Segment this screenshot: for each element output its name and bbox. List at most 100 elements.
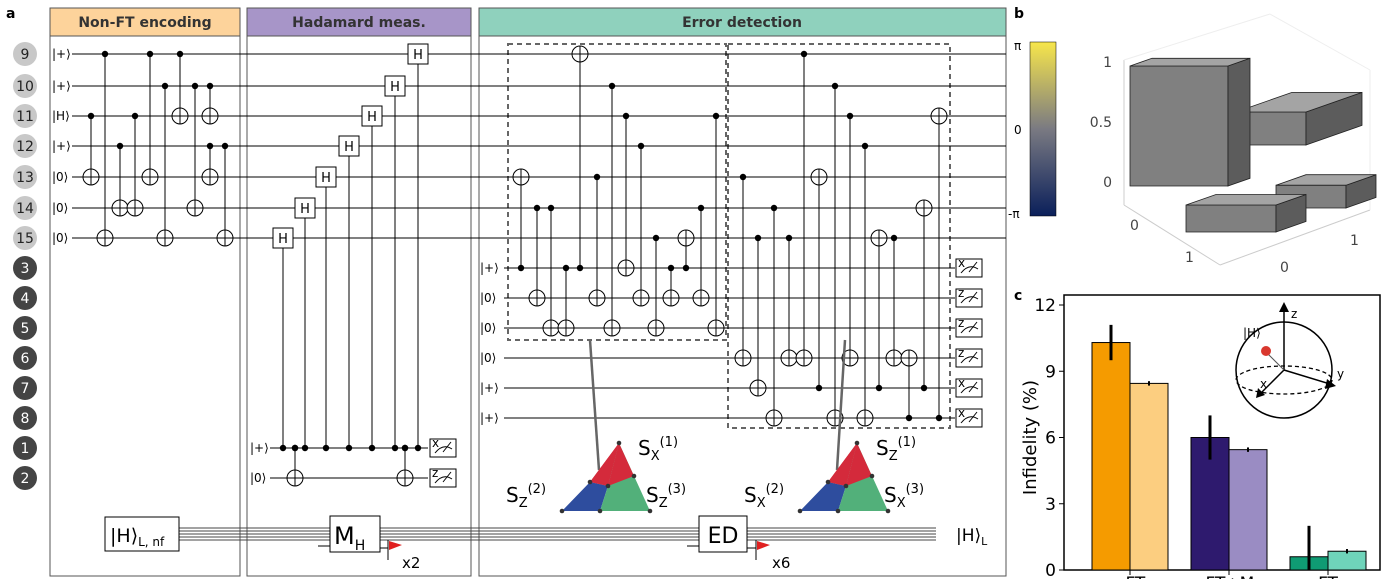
hadamard-gate-label: H xyxy=(278,232,288,247)
x-tick-label: FT xyxy=(1318,574,1338,579)
control-dot xyxy=(785,234,793,242)
section-encoding: Non-FT encoding xyxy=(49,7,241,577)
mh-repeat: x2 xyxy=(402,554,420,572)
bar-back-right-top xyxy=(1235,92,1363,113)
qubit-number-label: 2 xyxy=(21,471,30,487)
qubit-number-label: 1 xyxy=(21,441,30,457)
control-dot xyxy=(622,112,630,120)
qubit-number-label: 10 xyxy=(16,79,34,95)
control-dot xyxy=(800,50,808,58)
axis-line xyxy=(1219,209,1371,266)
mh-box xyxy=(329,515,381,553)
hadamard-gate-label: H xyxy=(413,48,423,63)
qubit-number-marker xyxy=(13,256,37,280)
ancilla-state-label: |+⟩ xyxy=(480,261,499,275)
y-tick-label: 0 xyxy=(1280,260,1289,276)
x-tick-label: 0 xyxy=(1130,218,1139,234)
qubit-number-label: 3 xyxy=(21,261,30,277)
ed-dashed-box-2 xyxy=(727,43,951,429)
triangle-vertex xyxy=(597,508,603,514)
triangle-vertex xyxy=(587,479,593,485)
bloch-axis-x: x xyxy=(1260,377,1267,391)
z-tick-label: 0.5 xyxy=(1090,115,1112,131)
control-dot xyxy=(322,444,330,452)
y-tick-label: 1 xyxy=(1350,233,1359,249)
control-dot xyxy=(697,204,705,212)
bar-front-right-top xyxy=(1275,174,1377,186)
stabilizer-label: SZ(3) xyxy=(646,482,686,511)
meter-arc xyxy=(960,386,979,394)
meter-needle xyxy=(442,441,452,453)
stabilizer-label: SZ(2) xyxy=(506,482,546,511)
panel-label-b: b xyxy=(1014,6,1024,22)
qubit-number-label: 6 xyxy=(21,351,30,367)
phase-pi-label: π xyxy=(1014,39,1021,53)
x-tick-label: nFT+MH xyxy=(1195,574,1264,579)
section-header-hadamard xyxy=(246,7,472,37)
meter-arc xyxy=(960,296,979,304)
qubit-number-label: 4 xyxy=(21,291,30,307)
stabilizer-label: SZ(1) xyxy=(876,435,916,464)
triangle-top-face-2 xyxy=(828,443,857,486)
control-dot xyxy=(861,142,869,150)
triangle-vertex xyxy=(797,508,803,514)
triangle-vertex xyxy=(605,483,611,489)
bloch-state-dot xyxy=(1261,346,1271,356)
qubit-number-label: 8 xyxy=(21,411,30,427)
triangle-vertex xyxy=(616,440,622,446)
qubit-number-label: 14 xyxy=(16,201,34,217)
triangle-vertex xyxy=(854,440,860,446)
control-dot xyxy=(191,82,199,90)
meter-arc xyxy=(960,326,979,334)
measurement-basis-label: x xyxy=(958,376,965,390)
triangle-top-face-2 xyxy=(590,443,619,486)
ancilla-state-label: |0⟩ xyxy=(480,321,496,335)
control-dot xyxy=(593,173,601,181)
control-dot xyxy=(146,50,154,58)
meter-arc xyxy=(434,476,453,484)
qubit-number-marker xyxy=(13,346,37,370)
bar-front-left-top xyxy=(1185,194,1307,206)
control-dot xyxy=(401,444,409,452)
bottom-flow: |H⟩L, nf MH x2 ED x6 |H⟩L xyxy=(104,515,988,572)
qubit-number-label: 5 xyxy=(21,321,30,337)
control-dot xyxy=(637,142,645,150)
logical-state-box xyxy=(104,516,180,552)
triangle-left-face xyxy=(562,482,608,511)
section-title-encoding: Non-FT encoding xyxy=(78,15,211,31)
section-header-detection xyxy=(478,7,1007,37)
measurement-basis-label: z xyxy=(958,286,964,300)
initial-state-label: |+⟩ xyxy=(52,79,71,93)
ed-repeat: x6 xyxy=(772,554,790,572)
colorbar-bot-label: -π xyxy=(1008,207,1020,221)
initial-state-label: |0⟩ xyxy=(52,170,68,184)
control-dot xyxy=(739,173,747,181)
qubit-number-marker xyxy=(13,104,37,128)
control-dot xyxy=(131,112,139,120)
qubit-number-marker xyxy=(13,376,37,400)
qubit-number-marker xyxy=(13,134,37,158)
y-tick-label: 6 xyxy=(1045,429,1056,449)
control-dot xyxy=(562,264,570,272)
control-dot xyxy=(291,444,299,452)
meter-needle xyxy=(968,381,978,393)
qubit-number-marker xyxy=(13,286,37,310)
flag-icon-1 xyxy=(389,541,402,550)
initial-state-label: |+⟩ xyxy=(52,139,71,153)
connector-line xyxy=(588,339,601,471)
control-dot xyxy=(576,264,584,272)
triangle-top-face-3 xyxy=(846,443,872,486)
section-header-encoding xyxy=(49,7,241,37)
control-dot xyxy=(712,112,720,120)
control-dot xyxy=(391,444,399,452)
z-tick-label: 0 xyxy=(1103,175,1112,191)
panel-label-a: a xyxy=(6,6,15,22)
initial-state-label: |0⟩ xyxy=(52,231,68,245)
meter-needle xyxy=(968,291,978,303)
control-dot xyxy=(846,112,854,120)
mh-label: MH xyxy=(334,522,365,554)
control-dot xyxy=(652,234,660,242)
